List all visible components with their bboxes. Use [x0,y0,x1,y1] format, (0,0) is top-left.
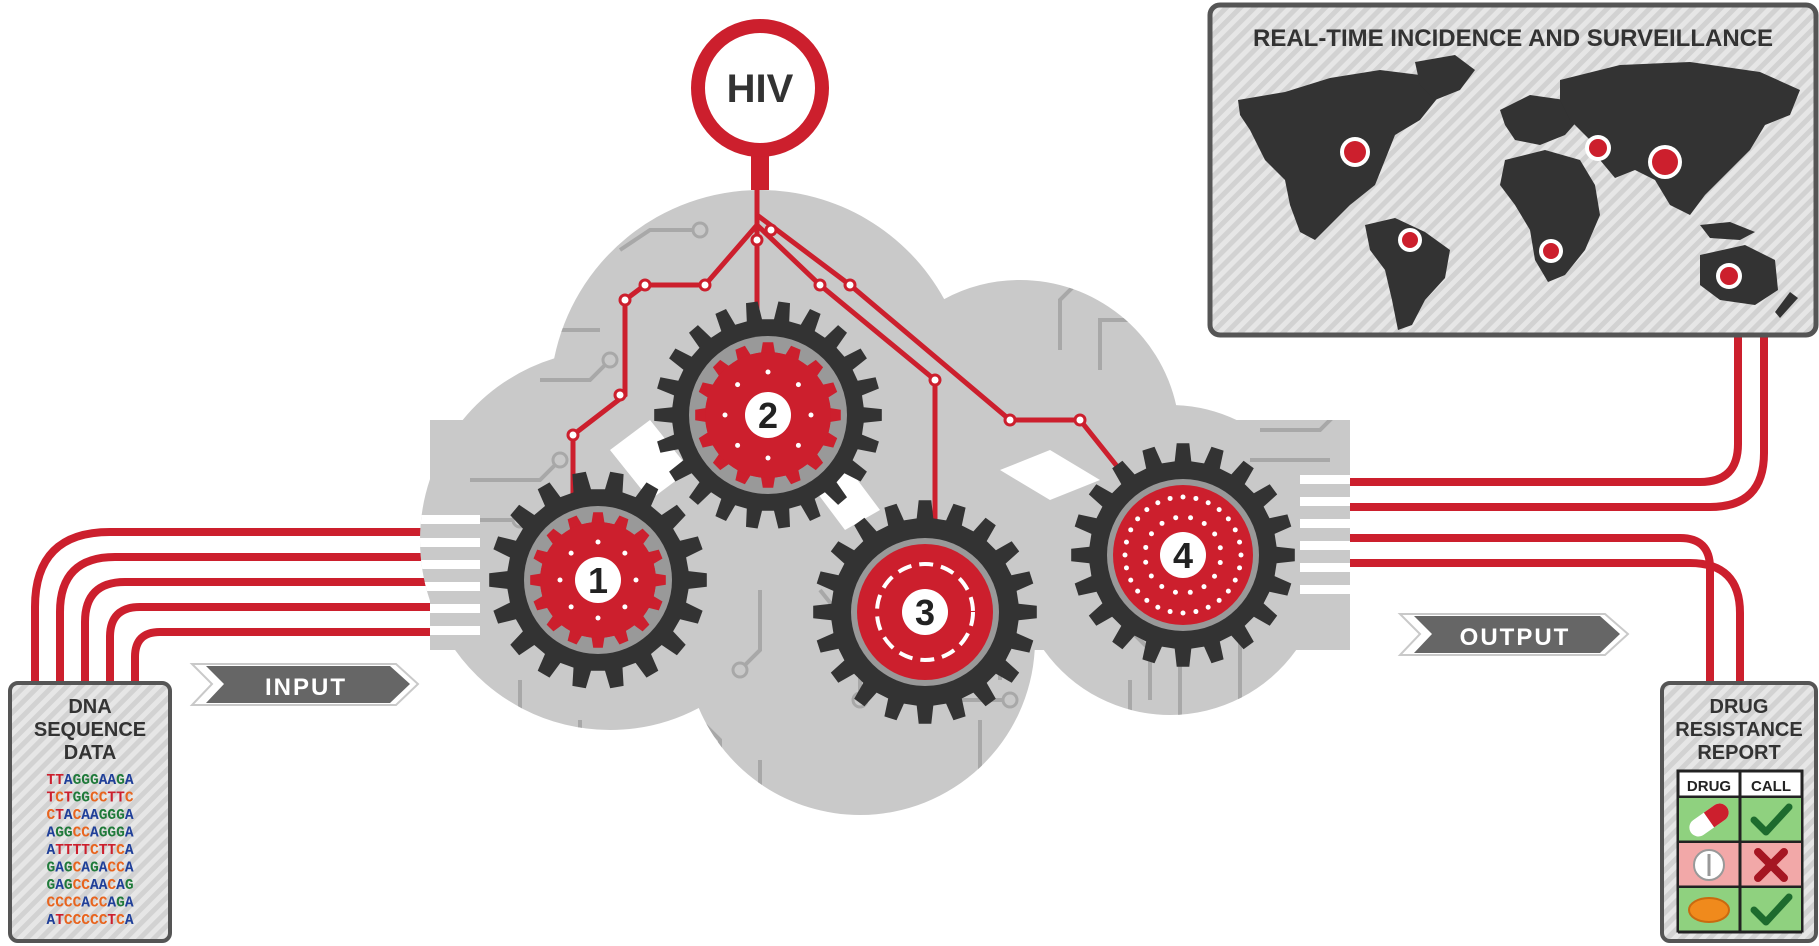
report-header-call: CALL [1751,778,1791,795]
surveillance-panel: REAL-TIME INCIDENCE AND SURVEILLANCE [1207,2,1819,338]
dna-sequence-line: ATCCCCCTCA [46,913,133,929]
dna-sequence-panel: DNA SEQUENCE DATA TTAGGGAAGA TCTGGCCTTCCT… [8,681,172,943]
report-title-line-1: DRUG [1710,696,1769,718]
report-header-drug: DRUG [1687,778,1731,795]
hiv-node: HIV [691,19,829,157]
dna-sequence-line: TTAGGGAAGA [46,773,133,789]
gear-4: 4 [1071,443,1295,667]
dna-sequence-line: CCCCACCAGA [46,896,133,912]
gear-1: 1 [489,471,707,689]
oval-pill-icon [1688,897,1730,923]
report-title-line-2: RESISTANCE [1675,719,1802,741]
gear-label: 4 [1173,535,1193,576]
output-lines [1340,336,1768,685]
cross-icon [1754,848,1788,882]
red-trace-nodes [566,223,1087,442]
gears: 1 2 3 4 [489,301,1295,724]
output-label: OUTPUT [1460,624,1571,651]
report-rows [1678,797,1802,934]
gear-label: 1 [588,560,608,601]
input-arrow: INPUT [189,663,420,706]
world-map [1238,55,1800,330]
hiv-label: HIV [727,67,794,111]
surveillance-title: REAL-TIME INCIDENCE AND SURVEILLANCE [1253,25,1773,52]
input-lines [31,528,445,685]
input-label: INPUT [265,674,347,701]
gear-2: 2 [654,301,882,529]
gear-label: 3 [915,592,935,633]
dna-title-line-3: DATA [64,742,117,764]
map-dots [1340,135,1742,289]
dna-sequence-line: ATTTTCTTCA [46,843,133,859]
dna-sequence-line: GAGCAGACCA [46,861,133,877]
gear-label: 2 [758,395,778,436]
dna-sequence-line: CTACAAGGGA [46,808,133,824]
dna-title-line-1: DNA [68,696,111,718]
output-arrow: OUTPUT [1397,613,1630,656]
check-icon [1750,893,1793,926]
capsule-icon [1689,803,1729,837]
dna-sequence-line: TCTGGCCTTC [46,791,133,807]
check-icon [1750,803,1793,836]
dna-title-line-2: SEQUENCE [34,719,146,741]
drug-resistance-report: DRUG RESISTANCE REPORT DRUG CALL [1660,681,1818,943]
report-title-line-3: REPORT [1697,742,1780,764]
tablet-icon [1693,849,1725,881]
dna-sequence-line: GAGCCAACAG [46,878,133,894]
gear-3: 3 [813,500,1037,724]
dna-sequence-line: AGGCCAGGGA [46,826,133,842]
